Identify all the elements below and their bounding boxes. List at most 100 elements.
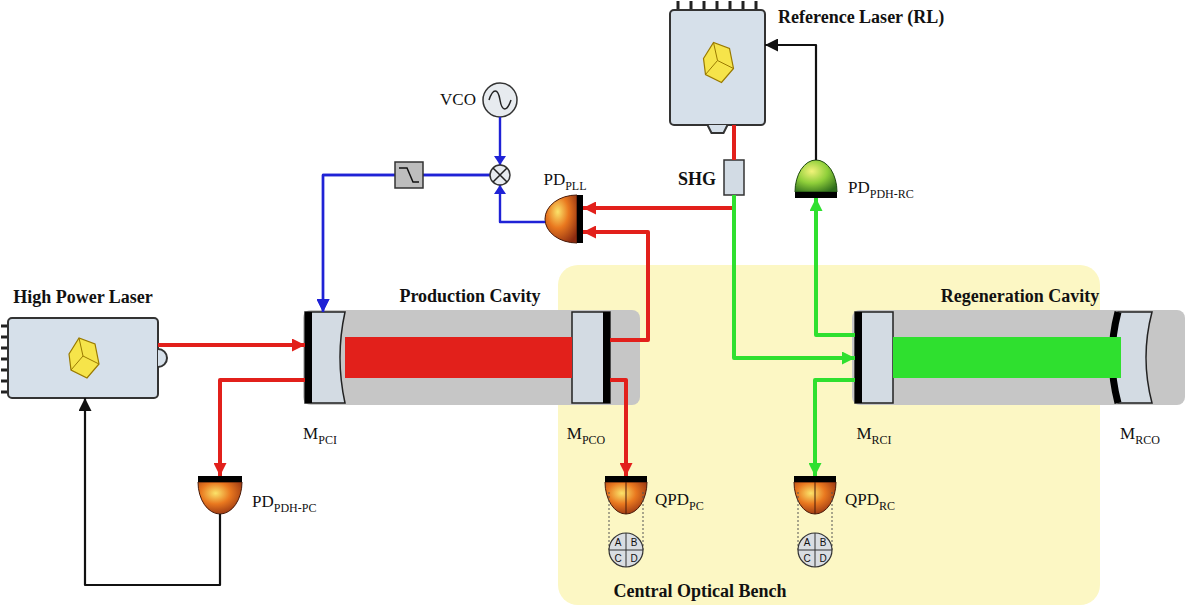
quadrant-photodiode: QPDRC xyxy=(794,476,836,514)
label-text: PD xyxy=(252,492,274,511)
detector-dome xyxy=(794,482,836,514)
subscript-text: PC xyxy=(689,499,704,513)
detector-dome xyxy=(545,195,577,243)
quadrant-diagram xyxy=(609,533,643,567)
detector-dome xyxy=(605,482,647,514)
subscript-text: PDH-PC xyxy=(274,501,317,515)
mirror-coating xyxy=(855,312,862,403)
beam-connector xyxy=(816,198,855,335)
node-label: PDPLL xyxy=(543,171,586,190)
lowpass-filter xyxy=(395,162,423,188)
quadrant-line xyxy=(626,533,627,567)
high-power-laser-shape xyxy=(1,318,167,398)
reference-laser-shape xyxy=(670,1,765,133)
beam-connector xyxy=(323,117,500,312)
cavity-mirror-shape xyxy=(855,312,893,403)
node-label: High Power Laser xyxy=(13,288,153,308)
quadrant-letter: A xyxy=(804,537,811,548)
label-text: M xyxy=(856,424,871,443)
quadrant-photodiode-shape xyxy=(794,476,836,567)
mirror-substrate xyxy=(572,312,610,403)
optical-cavity: MPCIMPCOProduction Cavity xyxy=(303,310,640,405)
quadrant-letter: C xyxy=(803,553,810,564)
cavity-mirror: MRCI xyxy=(855,312,893,403)
beam-connector xyxy=(220,380,305,476)
sine-wave xyxy=(489,91,511,109)
quadrant-photodiode-shape xyxy=(605,476,647,567)
label-text: Production Cavity xyxy=(399,286,540,306)
cavity-mirror-shape xyxy=(305,312,345,403)
detector-face xyxy=(795,192,837,198)
beam-connector xyxy=(815,380,855,476)
input-arrowhead xyxy=(494,185,506,194)
quadrant-letter: D xyxy=(630,553,637,564)
cavity-mirror: MPCO xyxy=(572,312,610,403)
vco-oscillator-shape xyxy=(483,83,517,117)
label-text: PD xyxy=(543,170,565,189)
shg-crystal: SHG xyxy=(724,160,744,195)
beam-connector xyxy=(765,45,816,160)
high-power-laser: High Power Laser xyxy=(8,318,158,398)
mirror-coating xyxy=(603,312,610,403)
beam-connector xyxy=(583,195,734,208)
photodiode-shape xyxy=(198,476,242,514)
mirror-coating xyxy=(305,312,312,403)
beam-connector xyxy=(610,380,626,476)
cavity-tube xyxy=(852,310,1185,405)
shg-crystal-shape xyxy=(724,160,744,195)
optical-cavity-shape xyxy=(303,310,640,405)
quadrant-split xyxy=(815,482,816,514)
quadrant-letter: B xyxy=(631,537,638,548)
optical-cavity-shape xyxy=(852,310,1185,405)
beam-connector xyxy=(732,125,736,160)
label-text: Reference Laser (RL) xyxy=(778,7,944,27)
node-label: PDPDH-RC xyxy=(848,179,914,198)
node-label: QPDPC xyxy=(655,491,704,510)
beam-connector xyxy=(158,343,305,347)
node-label: SHG xyxy=(678,170,716,190)
mixer-cross xyxy=(493,168,507,182)
node-label: MPCO xyxy=(567,425,605,444)
quadrant-line xyxy=(815,533,816,567)
laser-crystal xyxy=(704,43,734,83)
filter-curve xyxy=(399,168,419,182)
shg-crystal-body xyxy=(724,160,744,195)
label-text: VCO xyxy=(440,90,476,109)
label-text: QPD xyxy=(655,490,689,509)
crystal-facet xyxy=(706,43,734,75)
node-label: MRCI xyxy=(856,425,891,444)
subscript-text: PCI xyxy=(318,433,337,447)
detector-face xyxy=(198,476,242,482)
laser-housing xyxy=(8,318,158,398)
quadrant-letter: A xyxy=(615,537,622,548)
intracavity-beam xyxy=(345,337,572,378)
detector-face xyxy=(794,476,836,482)
node-label: PDPDH-PC xyxy=(252,493,316,512)
cavity-mirror: MRCO xyxy=(1118,312,1152,403)
node-label: QPDRC xyxy=(845,491,895,510)
node-label: VCO xyxy=(440,91,476,110)
laser-crystal xyxy=(69,338,99,378)
photodiode: PDPDH-RC xyxy=(795,160,837,198)
vco-circle xyxy=(483,83,517,117)
cavity-mirror: MPCI xyxy=(305,312,345,403)
cavity-tube xyxy=(303,310,640,405)
label-text: SHG xyxy=(678,169,716,189)
node-label: Reference Laser (RL) xyxy=(778,8,944,28)
laser-aperture xyxy=(708,125,728,133)
beam-connector xyxy=(85,398,220,585)
node-label: Production Cavity xyxy=(399,287,540,307)
photodiode: PDPLL xyxy=(545,195,583,243)
quadrant-letter: B xyxy=(820,537,827,548)
subscript-text: PLL xyxy=(565,179,586,193)
subscript-text: PDH-RC xyxy=(870,187,914,201)
label-text: PD xyxy=(848,178,870,197)
node-label: Regeneration Cavity xyxy=(941,287,1099,307)
label-text: Regeneration Cavity xyxy=(941,286,1099,306)
node-label: MPCI xyxy=(303,425,337,444)
dotted-leader xyxy=(798,492,799,550)
label-text: M xyxy=(303,424,318,443)
node-label: Central Optical Bench xyxy=(614,582,787,602)
mirror-substrate xyxy=(305,312,345,403)
photodiode: PDPDH-PC xyxy=(198,476,242,514)
